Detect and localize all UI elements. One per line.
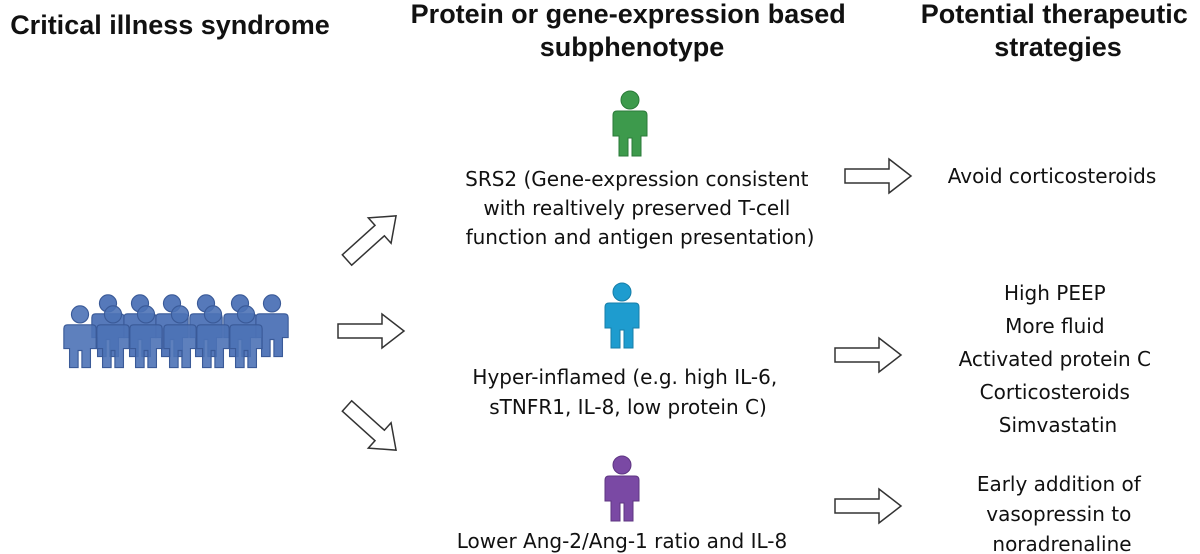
lower-ang-strategies: Early addition of vasopressin to noradre… (977, 472, 1147, 554)
header-therapeutic-strategies: Potential therapeutic strategies (921, 0, 1196, 62)
branch-arrow-middle (337, 313, 405, 349)
srs2-strategies: Avoid corticosteroids (948, 164, 1157, 188)
lower-ang-description: Lower Ang-2/Ang-1 ratio and IL-8 (457, 529, 787, 553)
hyper-inflamed-description: Hyper-inflamed (e.g. high IL-6, sTNFR1, … (472, 365, 783, 419)
header-subphenotype: Protein or gene-expression based subphen… (411, 0, 854, 62)
purple-person-icon (604, 455, 640, 522)
srs2-description: SRS2 (Gene-expression consistent with re… (465, 167, 815, 249)
patient-crowd-icon (63, 294, 289, 369)
strategy-arrow-srs2 (844, 158, 912, 194)
patient-figure-icon (63, 305, 97, 369)
hyper-inflamed-strategies: High PEEP More fluid Activated protein C… (959, 281, 1158, 437)
header-critical-illness: Critical illness syndrome (10, 10, 330, 40)
branch-arrow-up (334, 202, 409, 274)
branch-arrow-down (334, 392, 409, 464)
blue-person-icon (604, 282, 640, 349)
strategy-arrow-hyper (834, 337, 902, 373)
green-person-icon (612, 90, 648, 157)
strategy-arrow-lower (834, 488, 902, 524)
